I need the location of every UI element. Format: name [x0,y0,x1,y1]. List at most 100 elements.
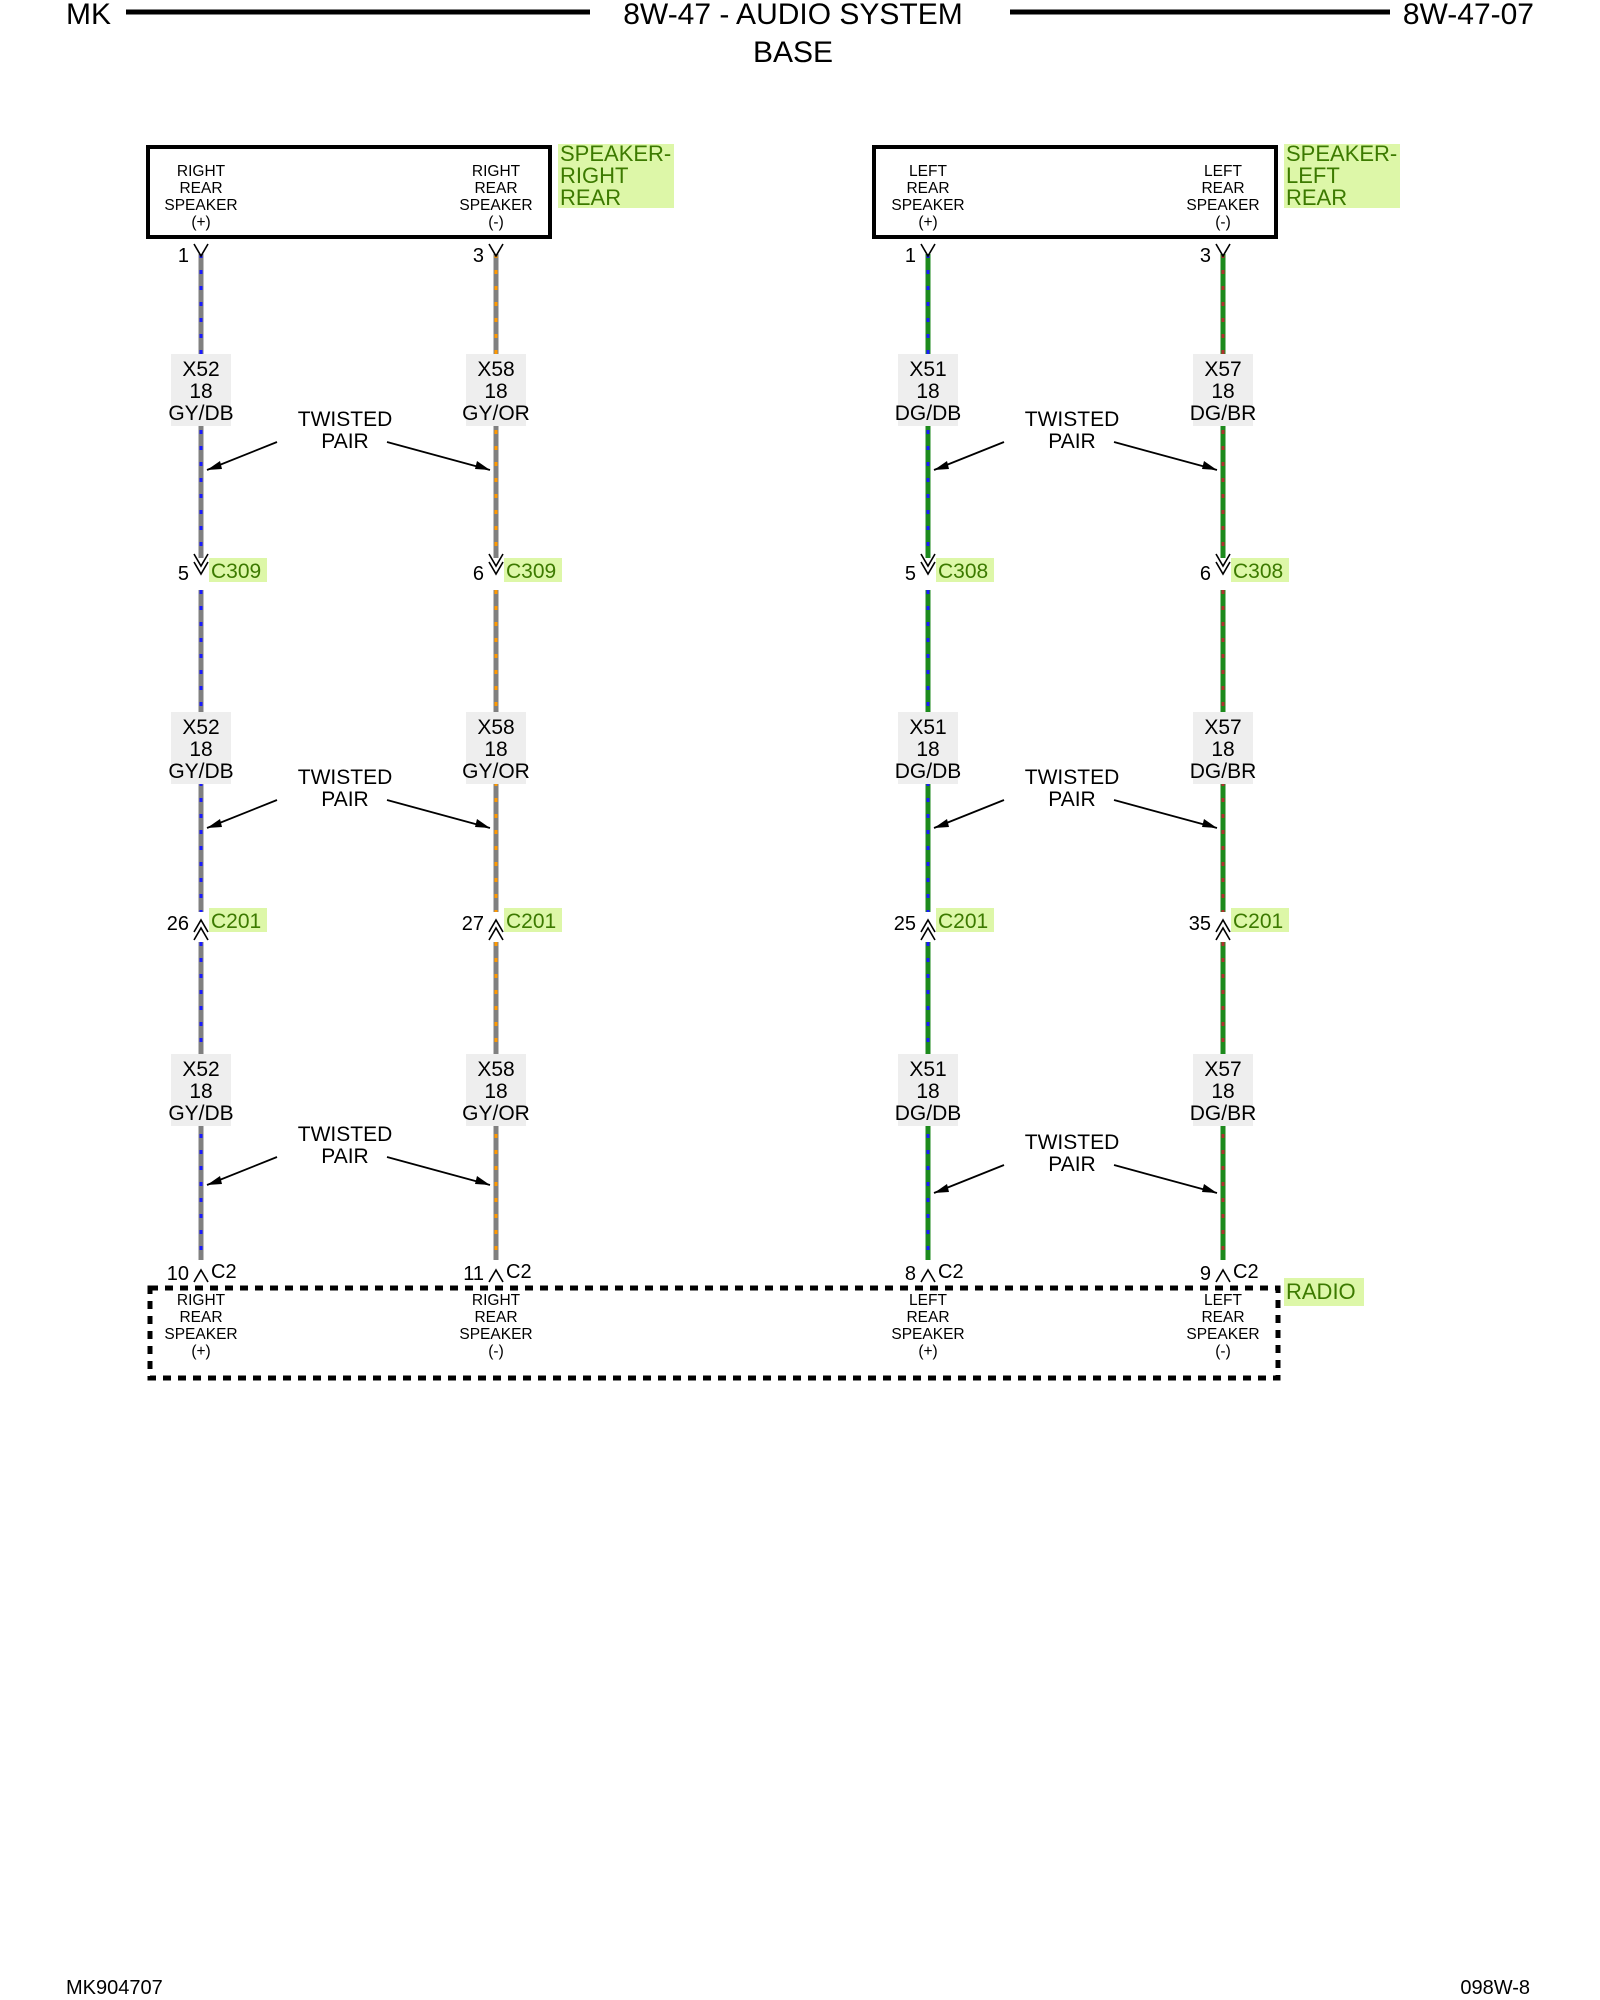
twisted-text: PAIR [1048,1153,1095,1176]
connector-highlight [1231,908,1289,932]
terminal-chevron-icon [1215,561,1231,576]
header-model: MK [66,0,111,31]
radio-pin-left-minus-label: LEFT REAR SPEAKER (-) [1186,1292,1259,1360]
pin-desc: (+) [191,1343,210,1360]
terminal-chevron-icon [488,243,504,258]
arrowhead-icon [1202,819,1217,828]
terminal-chevron-icon [488,553,504,568]
twisted-arrow-right [386,799,491,829]
connector-label: C308 [938,560,988,583]
terminal-chevron-icon [193,553,209,568]
wire-circuit-id: X57 [1204,1058,1241,1081]
pin-number: 3 [1200,245,1211,267]
wire-gauge: 18 [1211,738,1234,761]
wire-label-bg [466,1054,526,1126]
pin-number: 35 [1189,913,1211,935]
pin-number: 9 [1200,1263,1211,1285]
radio-pin-right-plus-label: RIGHT REAR SPEAKER (+) [164,1292,237,1360]
wire-gauge: 18 [189,1080,212,1103]
connector-label: C201 [1233,910,1283,933]
pin-x58-3: 3 [473,243,504,267]
pin-desc: (-) [488,214,504,231]
pin-desc: REAR [474,180,517,197]
wire-gauge: 18 [189,380,212,403]
connector-label: C2 [938,1261,964,1283]
wire-circuit-id: X57 [1204,358,1241,381]
pin-desc: LEFT [909,1292,947,1309]
wire-color: GY/DB [168,402,233,425]
pin-x52-1: 1 [178,243,209,267]
wire-circuit-id: X58 [477,358,514,381]
wire-circuit-id: X58 [477,1058,514,1081]
arrowhead-icon [207,461,222,470]
connector-highlight [936,558,994,582]
arrowhead-icon [475,461,490,470]
terminal-chevron-icon [1215,243,1231,258]
terminal-chevron-icon [1215,1268,1231,1283]
connector-highlight [936,908,994,932]
connector-highlight [1231,558,1289,582]
terminal-chevron-icon [193,243,209,258]
speaker-right-pin3-label: RIGHT REAR SPEAKER (-) [459,163,532,231]
speaker-right-name-highlight [558,144,674,208]
arrowhead-icon [475,1176,490,1185]
wire-color: DG/DB [895,402,962,425]
page-title: 8W-47 - AUDIO SYSTEM [623,0,963,31]
wire-gauge: 18 [484,380,507,403]
connector-label: C308 [1233,560,1283,583]
wire-color: GY/DB [168,1102,233,1125]
terminal-chevron-icon [920,1268,936,1283]
wire-label-bg [898,1054,958,1126]
connector-label: C201 [506,910,556,933]
wire-gauge: 18 [1211,380,1234,403]
pin-number: 1 [178,245,189,267]
pin-number: 27 [462,913,484,935]
terminal-chevron-icon [920,561,936,576]
twisted-text: TWISTED [298,1123,393,1146]
twisted-arrow-right [1113,799,1218,829]
terminal-chevron-icon [193,561,209,576]
speaker-right-name-line3: REAR [560,185,621,210]
pin-desc: RIGHT [177,163,226,180]
wire-gauge: 18 [916,380,939,403]
pin-number: 10 [167,1263,189,1285]
pin-desc: REAR [1201,1309,1244,1326]
pin-desc: REAR [906,180,949,197]
radio-name: RADIO [1286,1279,1356,1304]
pin-desc: SPEAKER [1186,197,1259,214]
arrowhead-icon [934,1184,949,1193]
wire-circuit-id: X51 [909,1058,946,1081]
radio-pin-right-minus-label: RIGHT REAR SPEAKER (-) [459,1292,532,1360]
pin-desc: RIGHT [177,1292,226,1309]
speaker-left-name-line3: REAR [1286,185,1347,210]
connector-label: C309 [506,560,556,583]
twisted-arrow-right [1113,441,1218,471]
pin-desc: SPEAKER [164,197,237,214]
radio-box [147,1285,1281,1381]
twisted-text: TWISTED [1025,766,1120,789]
pin-desc: REAR [474,1309,517,1326]
wire-color: DG/BR [1190,1102,1257,1125]
wire-gauge: 18 [1211,1080,1234,1103]
pin-x57-3: 3 [1200,243,1231,267]
pin-desc: SPEAKER [459,197,532,214]
wire-gauge: 18 [916,738,939,761]
pin-desc: (-) [488,1343,504,1360]
pin-number: 26 [167,913,189,935]
wire-layer: X5218GY/DBX5218GY/DBX5218GY/DBX5818GY/OR… [168,254,1256,1260]
twisted-arrow-right [386,441,491,471]
arrowhead-icon [1202,1184,1217,1193]
page-number: 8W-47-07 [1403,0,1534,31]
twisted-text: PAIR [1048,788,1095,811]
twisted-text: PAIR [1048,430,1095,453]
terminal-chevron-icon [488,918,504,933]
pin-desc: SPEAKER [891,1326,964,1343]
radio-name-highlight [1284,1278,1364,1306]
